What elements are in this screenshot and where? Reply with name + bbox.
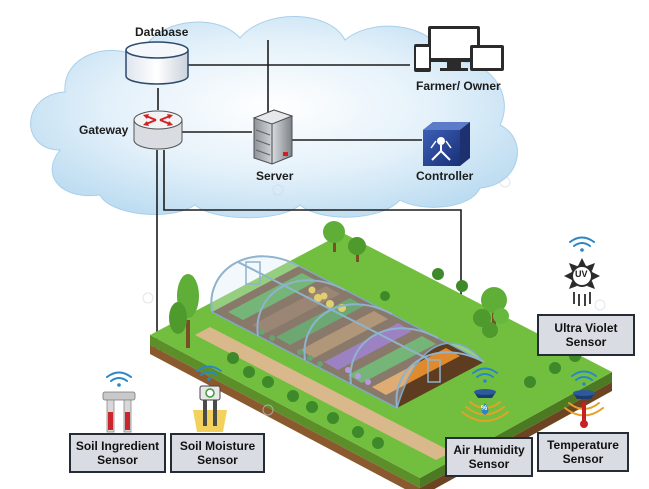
wifi-icon-soil-ingredient bbox=[106, 371, 132, 387]
ultra-violet-line2: Sensor bbox=[565, 335, 607, 349]
devices-icon bbox=[414, 26, 504, 72]
soil-ingredient-sensor-box: Soil Ingredient Sensor bbox=[69, 433, 166, 473]
server-icon bbox=[252, 109, 294, 165]
controller-icon bbox=[423, 122, 470, 166]
wifi-icon-air-humidity bbox=[472, 367, 498, 383]
greenhouse bbox=[210, 255, 485, 410]
wifi-icon-soil-moisture bbox=[196, 365, 222, 381]
moisture-probe-icon bbox=[193, 385, 227, 432]
trees bbox=[169, 221, 509, 348]
soil-moisture-line1: Soil Moisture bbox=[179, 439, 256, 453]
bushes bbox=[227, 268, 581, 449]
air-humidity-line2: Sensor bbox=[468, 457, 510, 471]
ultra-violet-line1: Ultra Violet bbox=[554, 321, 618, 335]
watermark-marks bbox=[142, 176, 606, 416]
humidity-sensor-icon bbox=[461, 389, 509, 422]
temperature-line1: Temperature bbox=[547, 438, 619, 452]
soil-moisture-line2: Sensor bbox=[197, 453, 238, 467]
controller-label: Controller bbox=[416, 169, 474, 183]
gateway-label: Gateway bbox=[79, 123, 129, 137]
air-humidity-line1: Air Humidity bbox=[453, 443, 525, 457]
temperature-line2: Sensor bbox=[562, 452, 604, 466]
soil-ingredient-line1: Soil Ingredient bbox=[75, 439, 160, 453]
soil-probe-icon bbox=[102, 391, 136, 433]
router-icon bbox=[133, 110, 183, 150]
database-label: Database bbox=[135, 25, 189, 39]
server-label: Server bbox=[256, 169, 294, 183]
ultra-violet-sensor-box: Ultra Violet Sensor bbox=[537, 314, 635, 356]
temperature-sensor-box: Temperature Sensor bbox=[537, 432, 629, 472]
wifi-icon-temperature bbox=[571, 370, 597, 386]
database-icon bbox=[125, 41, 189, 85]
soil-ingredient-line2: Sensor bbox=[97, 453, 138, 467]
wifi-icon-uv bbox=[569, 236, 595, 252]
soil-moisture-sensor-box: Soil Moisture Sensor bbox=[170, 433, 265, 473]
humidity-badge-text: % bbox=[481, 405, 488, 412]
uv-sun-icon bbox=[564, 258, 600, 306]
farmer-owner-label: Farmer/ Owner bbox=[416, 79, 501, 93]
uv-badge-text: UV bbox=[575, 269, 588, 279]
air-humidity-sensor-box: Air Humidity Sensor bbox=[445, 437, 533, 477]
network-connections bbox=[156, 40, 462, 348]
thermo-sensor-icon bbox=[564, 390, 604, 428]
